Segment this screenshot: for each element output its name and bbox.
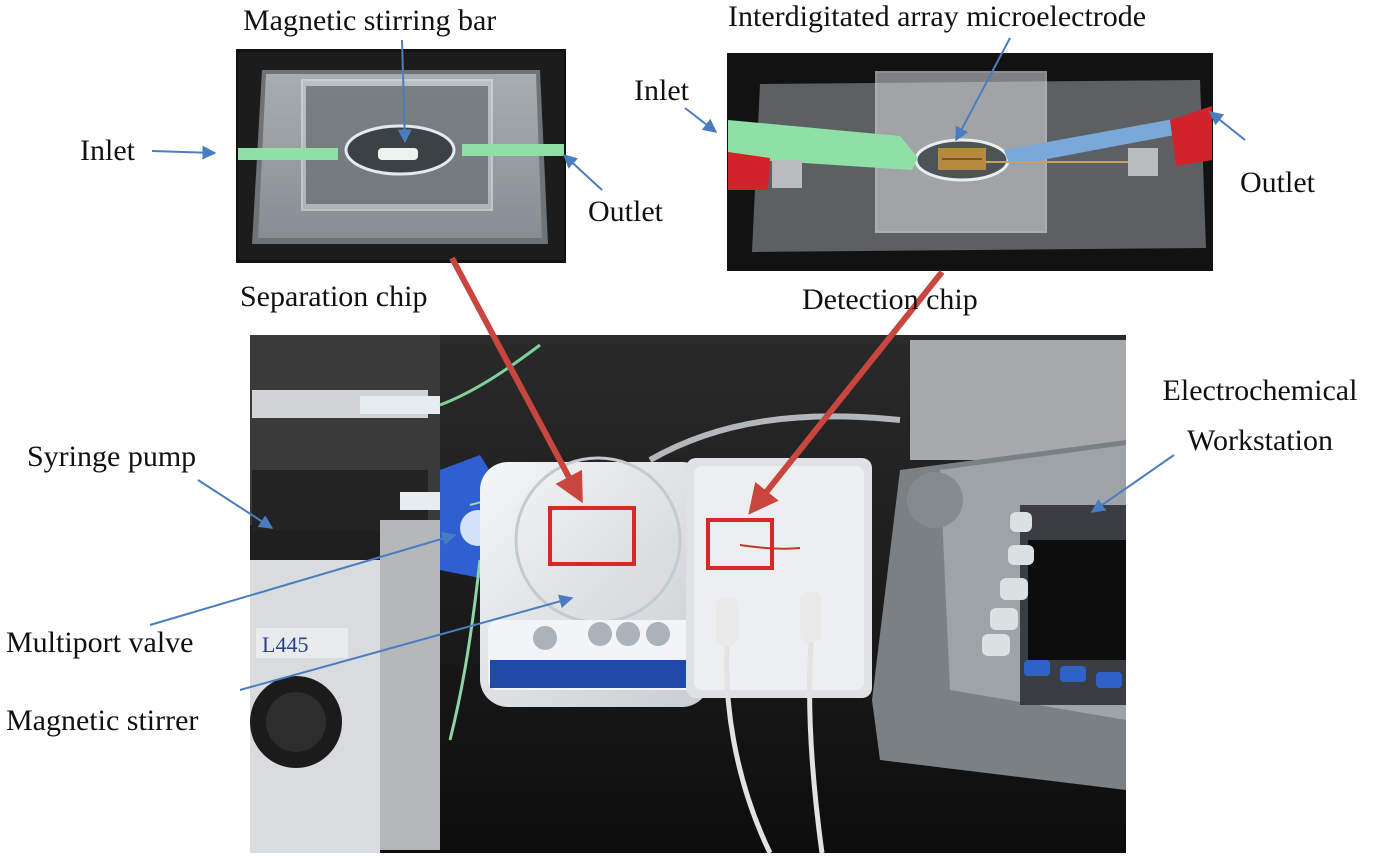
workstation-pointer-arrow-icon [1090, 454, 1175, 513]
stirring-bar-pointer-arrow-icon [397, 39, 412, 144]
label-outlet-left: Outlet [588, 195, 663, 228]
magnetic-stirrer-device [480, 456, 710, 707]
detection-box-device [686, 458, 872, 698]
syringe-pump-pointer-arrow-icon [197, 479, 274, 529]
magnetic-stirrer-pointer-arrow-icon [239, 594, 574, 691]
outlet-right-pointer-arrow-icon [1208, 111, 1246, 141]
separation-link-red-arrow-icon [449, 256, 583, 504]
label-syringe-pump: Syringe pump [27, 440, 197, 473]
syringe-pump-device: L445 [250, 335, 440, 853]
detection-link-red-arrow-icon [748, 270, 945, 515]
electrochemical-workstation-device [872, 340, 1126, 790]
outlet-left-pointer-arrow-icon [562, 154, 603, 191]
label-interdigitated-array-microelectrode: Interdigitated array microelectrode [728, 0, 1147, 33]
label-inlet-left: Inlet [80, 134, 135, 167]
multiport-valve-pointer-arrow-icon [149, 531, 457, 626]
setup-photo: L445 [250, 335, 1126, 855]
label-separation-chip: Separation chip [240, 280, 428, 313]
detection-chip-highlight [706, 518, 774, 570]
separation-chip-photo [236, 49, 566, 263]
label-outlet-right: Outlet [1240, 166, 1315, 199]
detection-chip-photo [727, 53, 1213, 271]
label-multiport-valve: Multiport valve [6, 626, 194, 659]
label-magnetic-stirring-bar: Magnetic stirring bar [243, 4, 497, 37]
label-electrochemical: Electrochemical [1162, 374, 1358, 407]
label-workstation: Workstation [1187, 424, 1333, 457]
label-magnetic-stirrer: Magnetic stirrer [6, 704, 199, 737]
inlet-right-pointer-arrow-icon [684, 107, 718, 133]
label-inlet-right: Inlet [634, 74, 689, 107]
microelectrode-pointer-arrow-icon [955, 37, 1011, 142]
inlet-left-pointer-arrow-icon [151, 145, 217, 160]
pump-tag: L445 [262, 632, 308, 657]
separation-chip-highlight [548, 506, 636, 566]
label-detection-chip: Detection chip [802, 283, 978, 316]
